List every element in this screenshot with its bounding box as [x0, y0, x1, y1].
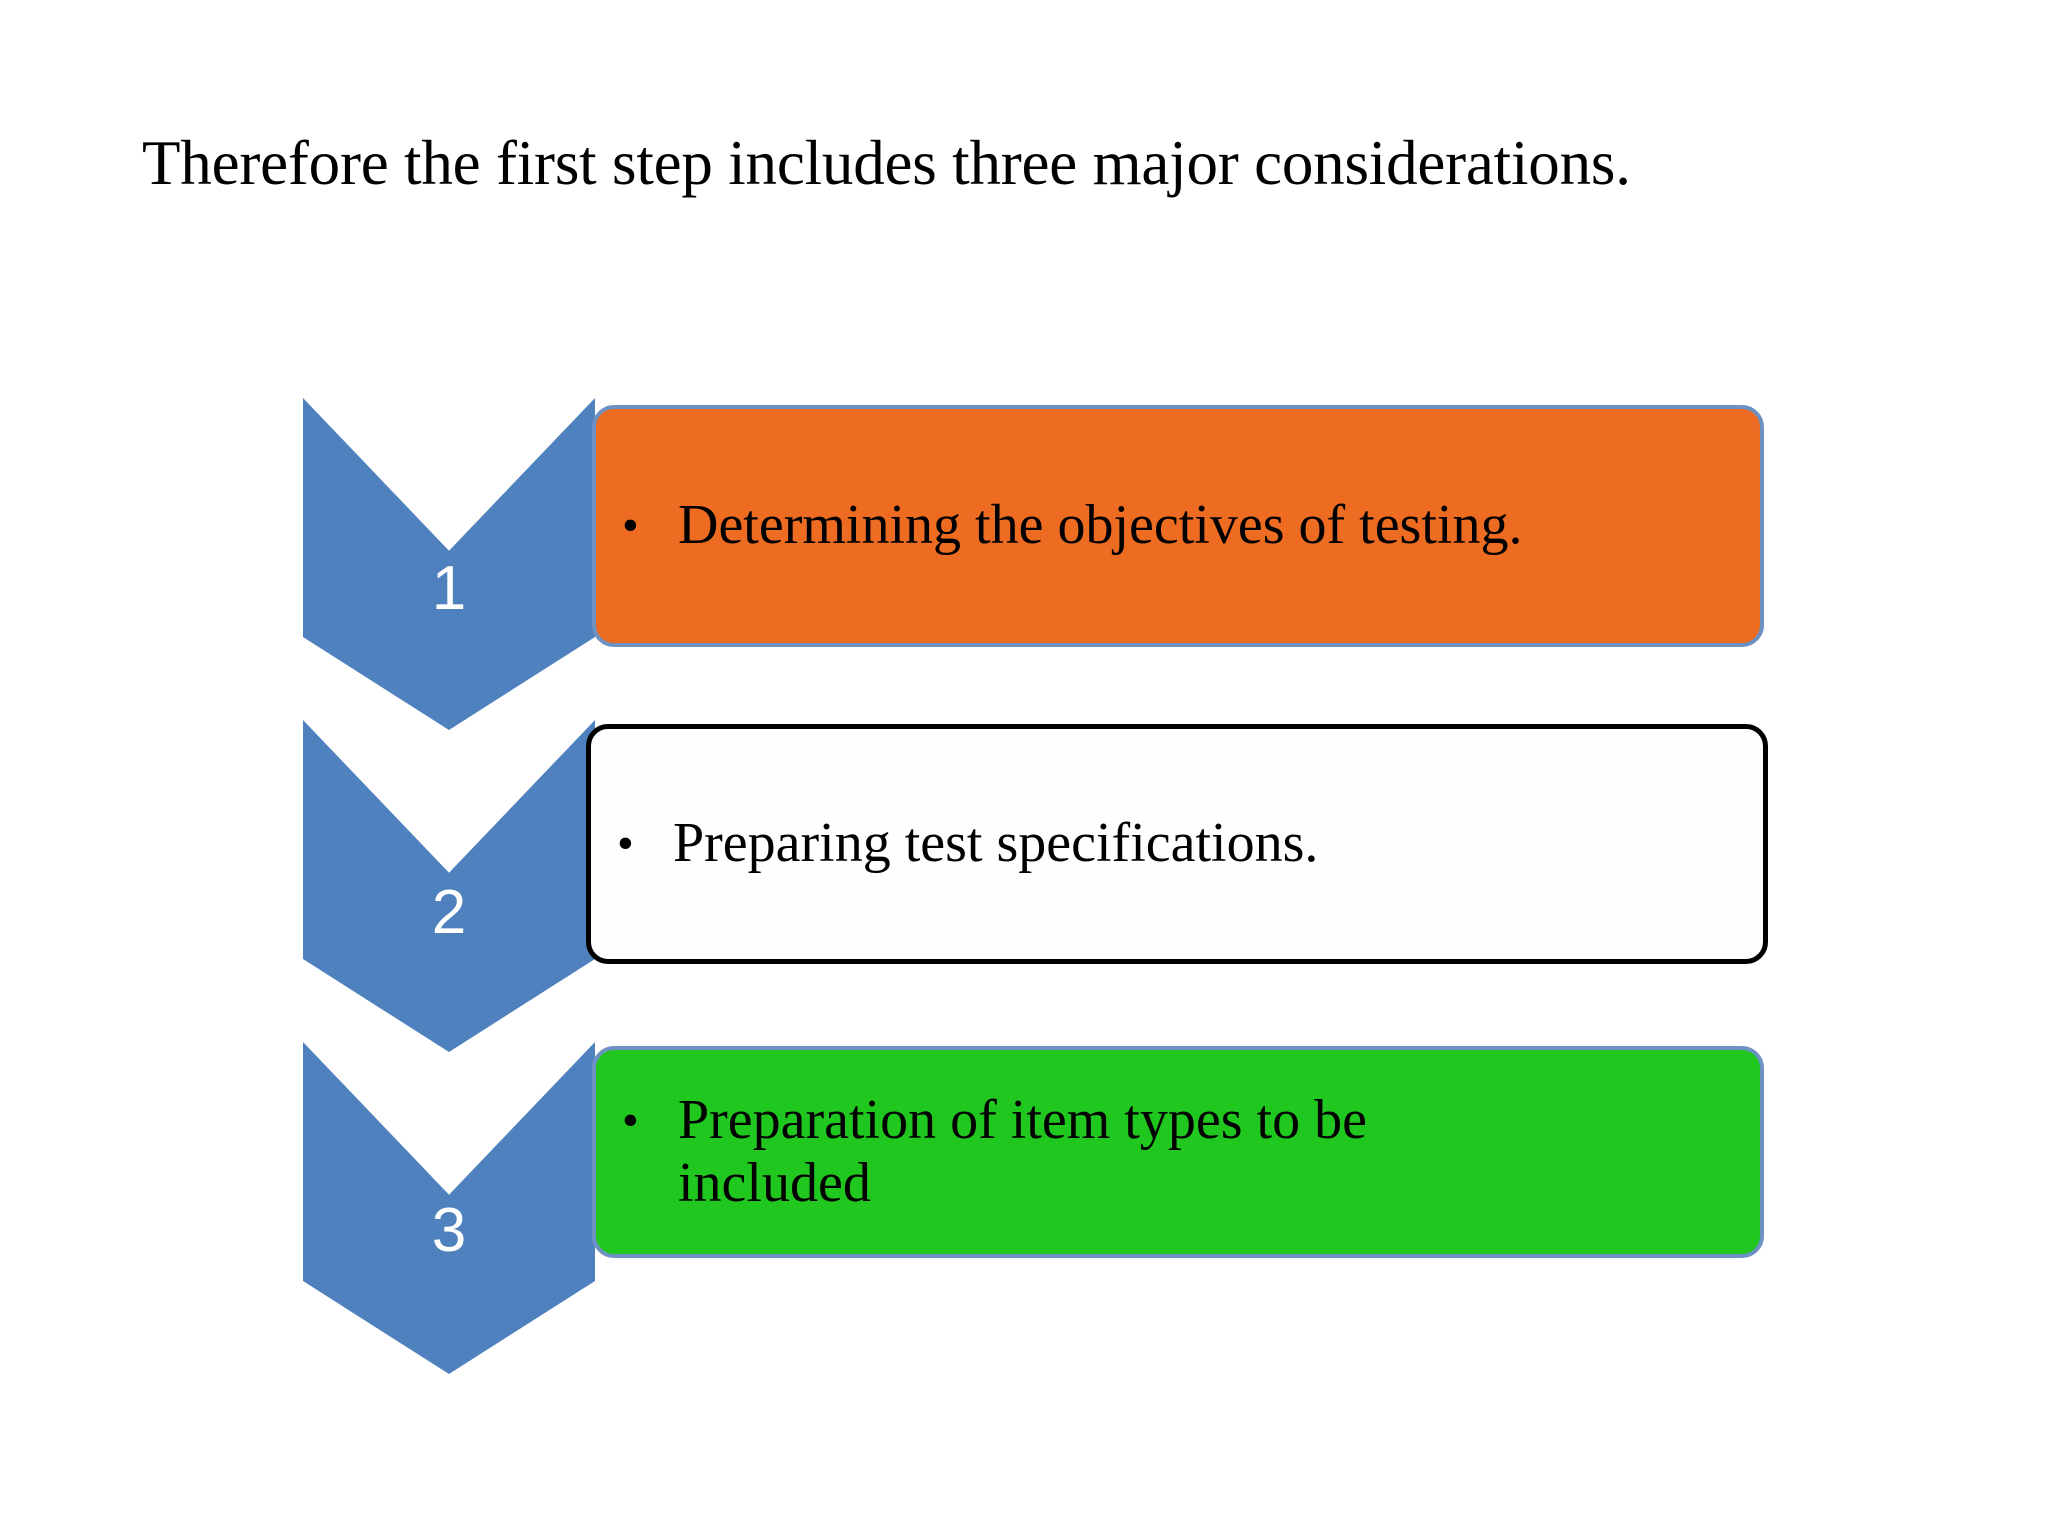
step-number-3: 3: [431, 1196, 467, 1265]
step-text-wrapper-1: • Determining the objectives of testing.: [596, 494, 1522, 557]
bullet-icon: •: [617, 817, 634, 871]
step-label-2: Preparing test specifications.: [673, 812, 1319, 875]
step-box-2[interactable]: • Preparing test specifications.: [586, 724, 1768, 964]
step-box-3[interactable]: • Preparation of item types to be includ…: [592, 1046, 1764, 1258]
step-number-2: 2: [431, 878, 467, 947]
step-number-1: 1: [431, 554, 467, 623]
step-box-1[interactable]: • Determining the objectives of testing.: [592, 405, 1764, 647]
step-label-3: Preparation of item types to be included: [678, 1088, 1367, 1214]
step-text-wrapper-2: • Preparing test specifications.: [591, 812, 1318, 875]
step-label-1: Determining the objectives of testing.: [678, 494, 1523, 557]
bullet-icon: •: [622, 499, 639, 553]
page-title: Therefore the first step includes three …: [142, 128, 1631, 198]
bullet-icon: •: [622, 1093, 639, 1147]
step-text-wrapper-3: • Preparation of item types to be includ…: [596, 1089, 1760, 1216]
